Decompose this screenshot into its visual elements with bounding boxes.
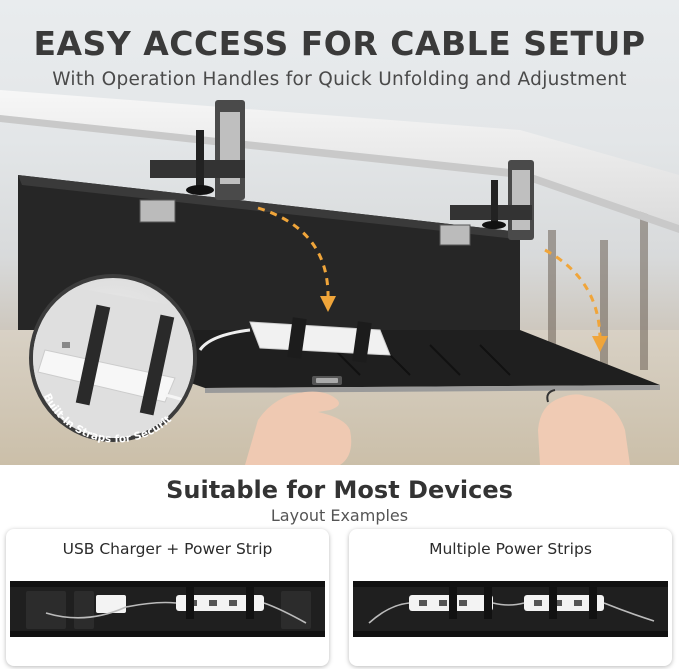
strap-icon [449, 587, 457, 619]
tray-layout-illustration [353, 581, 668, 637]
hand-left [245, 391, 352, 465]
example-card-usb-charger: USB Charger + Power Strip [6, 529, 329, 666]
example-card-label: Multiple Power Strips [429, 540, 592, 558]
strap-icon [549, 587, 557, 619]
clamp-icon [139, 100, 245, 223]
section-subtitle: Layout Examples [270, 506, 409, 525]
hero-image: Built-In Straps for Security EASY ACCESS… [0, 0, 679, 465]
hero-scene: Built-In Straps for Security [0, 90, 679, 465]
section-title: Suitable for Most Devices [166, 476, 513, 504]
hero-subtitle: With Operation Handles for Quick Unfoldi… [52, 69, 627, 90]
chair-background [548, 200, 648, 370]
tray-layout-illustration [10, 581, 325, 637]
example-card-power-strips: Multiple Power Strips [349, 529, 672, 666]
clamp-icon [439, 160, 534, 246]
strap-icon [139, 314, 175, 416]
power-strip-icon [198, 317, 391, 363]
strap-icon [186, 587, 194, 619]
strap-icon [589, 587, 597, 619]
strap-icon [246, 587, 254, 619]
usb-charger-icon [96, 595, 126, 613]
power-strip-icon [37, 349, 176, 403]
strap-icon [484, 587, 492, 619]
dashed-arrow-icon [544, 248, 602, 341]
hero-title: EASY ACCESS FOR CABLE SETUP [33, 24, 646, 63]
power-strip-icon [176, 595, 264, 611]
dashed-arrow-icon [257, 206, 330, 301]
strap-icon [75, 304, 111, 406]
example-card-label: USB Charger + Power Strip [62, 540, 273, 558]
hand-right [538, 389, 630, 465]
power-strip-icon [524, 595, 604, 611]
desk-top [0, 90, 679, 225]
